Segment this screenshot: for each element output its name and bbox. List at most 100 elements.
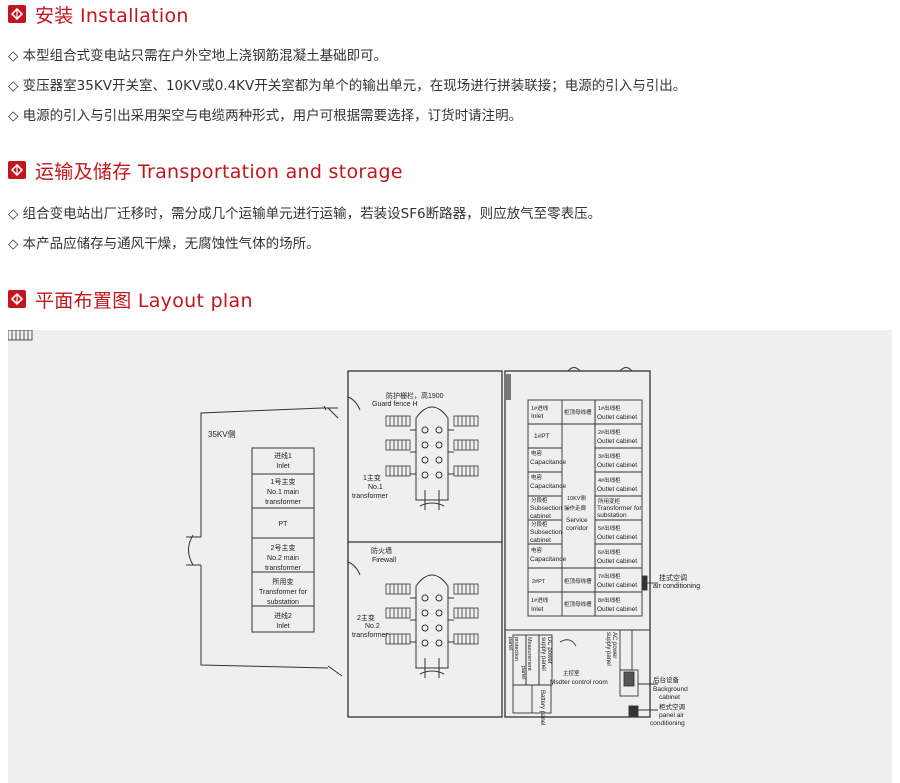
svg-text:所用变柜: 所用变柜 (598, 497, 621, 505)
svg-text:3#出线柜: 3#出线柜 (598, 452, 621, 460)
busbar-label: 柜顶母线槽 (564, 408, 592, 416)
paragraph: ◇ 本产品应储存与通风干燥，无腐蚀性气体的场所。 (8, 236, 320, 252)
svg-text:No.1 main: No.1 main (267, 489, 299, 496)
svg-text:air conditioning: air conditioning (653, 583, 700, 590)
section-header-transportation: 运输及储存 Transportation and storage (8, 156, 403, 184)
svg-text:supply panel: supply panel (540, 637, 546, 671)
left-room-wall (200, 565, 329, 669)
svg-text:No.1: No.1 (368, 484, 383, 491)
svg-text:Transformer for: Transformer for (259, 589, 308, 596)
layout-plan-drawing: 35KV侧 进线1 Inlet 1号主变 No.1 main transform… (8, 330, 892, 783)
switch-room-building (504, 370, 651, 718)
svg-text:2号主变: 2号主变 (271, 543, 296, 552)
transformer-2-symbol (410, 574, 454, 678)
svg-text:Outlet cabinet: Outlet cabinet (597, 486, 637, 493)
svg-text:1#进线: 1#进线 (531, 596, 549, 604)
svg-text:No.2: No.2 (365, 623, 380, 630)
svg-text:主控室: 主控室 (563, 669, 580, 677)
svg-text:Subsection: Subsection (530, 529, 563, 536)
svg-text:Inlet: Inlet (276, 463, 289, 470)
svg-text:Outlet cabinet: Outlet cabinet (597, 558, 637, 565)
left-cabinet-column (251, 447, 315, 633)
svg-text:6#出线柜: 6#出线柜 (598, 548, 621, 556)
svg-text:1#进线: 1#进线 (531, 404, 549, 412)
guard-fence-label: 防护栅栏，高1900 (386, 391, 444, 400)
svg-text:4#出线柜: 4#出线柜 (598, 476, 621, 484)
svg-text:DC power: DC power (546, 637, 552, 664)
svg-text:panel: panel (507, 637, 513, 650)
svg-text:Inlet: Inlet (531, 413, 543, 420)
svg-text:1#出线柜: 1#出线柜 (598, 404, 621, 412)
section-header-layout-plan: 平面布置图 Layout plan (8, 285, 253, 313)
radiator-fins (8, 330, 479, 645)
svg-text:Background: Background (653, 686, 688, 693)
busbar-label: 柜顶母线槽 (564, 600, 592, 608)
section-badge-icon (8, 161, 26, 179)
svg-text:transformer: transformer (352, 493, 388, 500)
svg-text:conditioning: conditioning (650, 720, 685, 727)
paragraph: ◇ 组合变电站出厂迁移时，需分成几个运输单元进行运输，若装设SF6断路器，则应放… (8, 206, 602, 222)
transformer-building (347, 370, 503, 718)
svg-text:Battery panel: Battery panel (539, 690, 545, 725)
svg-text:8#出线柜: 8#出线柜 (598, 596, 621, 604)
layout-plan-svg: 35KV侧 进线1 Inlet 1号主变 No.1 main transform… (8, 330, 700, 727)
svg-text:分段柜: 分段柜 (531, 496, 548, 504)
svg-text:10KV侧: 10KV侧 (567, 494, 586, 502)
svg-text:Capacitance: Capacitance (530, 556, 567, 563)
svg-text:substation: substation (597, 512, 627, 519)
section-title: 平面布置图 Layout plan (35, 289, 253, 312)
svg-text:Outlet cabinet: Outlet cabinet (597, 438, 637, 445)
svg-text:分段柜: 分段柜 (531, 520, 548, 528)
svg-text:Outlet cabinet: Outlet cabinet (597, 414, 637, 421)
svg-text:Inlet: Inlet (276, 623, 289, 630)
svg-text:Service: Service (566, 517, 588, 524)
section-title: 运输及储存 Transportation and storage (35, 160, 403, 183)
svg-text:操作走廊: 操作走廊 (564, 504, 587, 512)
svg-text:进线1: 进线1 (274, 451, 292, 460)
section-badge-icon (8, 290, 26, 308)
svg-text:后台设备: 后台设备 (653, 675, 680, 684)
svg-text:corridor: corridor (566, 525, 589, 532)
svg-text:Guard fence H: Guard fence H (372, 401, 418, 408)
left-room-label: 35KV侧 (208, 429, 236, 439)
svg-text:Outlet cabinet: Outlet cabinet (597, 534, 637, 541)
svg-text:进线2: 进线2 (274, 611, 292, 620)
svg-text:电容: 电容 (531, 546, 543, 554)
svg-text:1#PT: 1#PT (534, 433, 550, 440)
svg-text:panel air: panel air (659, 712, 685, 719)
svg-text:cabinet: cabinet (530, 537, 551, 544)
svg-text:5#出线柜: 5#出线柜 (598, 524, 621, 532)
cabinet-column-right (594, 399, 643, 617)
svg-text:Subsection: Subsection (530, 505, 563, 512)
svg-text:transformer: transformer (352, 632, 388, 639)
svg-text:2#出线柜: 2#出线柜 (598, 428, 621, 436)
svg-text:PT: PT (279, 521, 289, 528)
svg-text:Outlet cabinet: Outlet cabinet (597, 462, 637, 469)
svg-text:1号主变: 1号主变 (271, 477, 296, 486)
svg-text:电容: 电容 (531, 449, 543, 457)
svg-text:Transformer for: Transformer for (597, 505, 642, 512)
svg-text:Capacitance: Capacitance (530, 459, 567, 466)
left-room-wall (200, 407, 323, 537)
section-header-installation: 安装 Installation (8, 0, 189, 28)
svg-text:transformer: transformer (265, 499, 301, 506)
firewall-label: 防火墙 (371, 546, 392, 555)
paragraph: ◇ 电源的引入与引出采用架空与电缆两种形式，用户可根据需要选择，订货时请注明。 (8, 108, 523, 124)
svg-text:Measurement: Measurement (526, 637, 532, 671)
svg-text:Msdter control room: Msdter control room (550, 679, 608, 686)
svg-text:2主变: 2主变 (357, 613, 375, 622)
svg-text:7#出线柜: 7#出线柜 (598, 572, 621, 580)
svg-text:cabinet: cabinet (659, 694, 680, 701)
svg-text:Capacitance: Capacitance (530, 483, 567, 490)
svg-text:2#PT: 2#PT (532, 579, 546, 585)
svg-text:transformer: transformer (265, 565, 301, 572)
svg-text:Firewall: Firewall (372, 557, 397, 564)
air-conditioning-label: 挂式空调 (659, 573, 687, 582)
svg-text:No.2 main: No.2 main (267, 555, 299, 562)
svg-text:substation: substation (267, 599, 299, 606)
svg-text:Inlet: Inlet (531, 606, 543, 613)
paragraph: ◇ 变压器室35KV开关室、10KV或0.4KV开关室都为单个的输出单元，在现场… (8, 78, 687, 94)
svg-text:supply panel: supply panel (605, 632, 611, 666)
svg-text:cabinet: cabinet (530, 513, 551, 520)
panel-air-conditioner (628, 705, 639, 717)
